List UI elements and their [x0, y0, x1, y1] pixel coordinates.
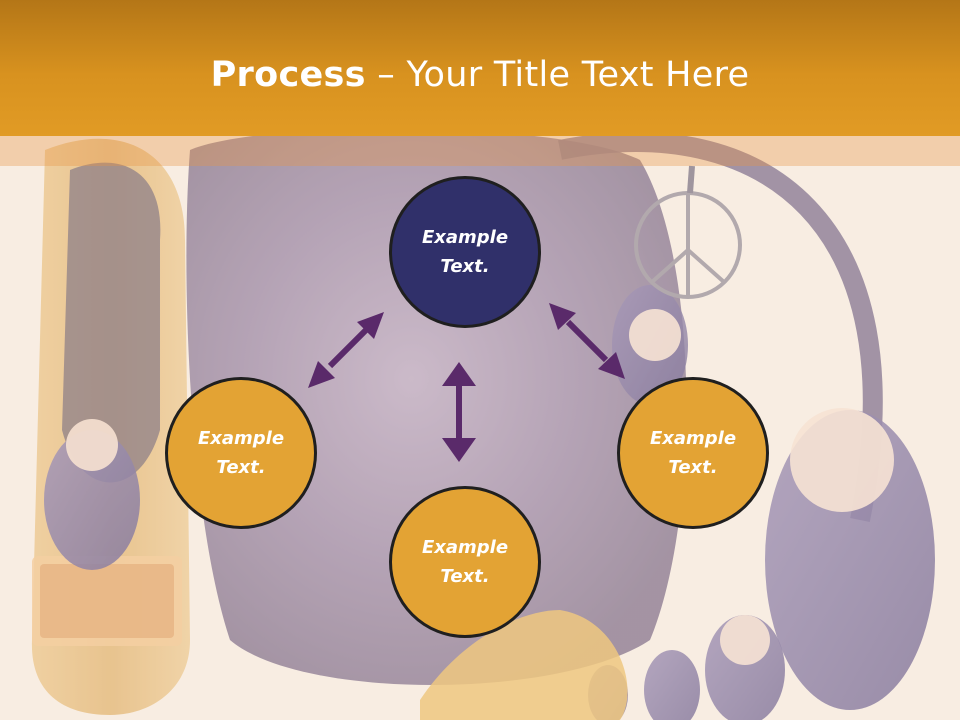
node-bottom-label: Example Text.: [421, 537, 509, 587]
title-band: [0, 136, 960, 166]
arrow-top-right[interactable]: [549, 303, 625, 379]
title-bold: Process: [210, 55, 366, 95]
title-bar: [0, 0, 960, 136]
node-right-label: Example Text.: [649, 428, 737, 478]
node-left-label: Example Text.: [197, 428, 285, 478]
node-left[interactable]: Example Text.: [165, 377, 317, 529]
title-rest: – Your Title Text Here: [365, 55, 750, 95]
node-top-label: Example Text.: [421, 227, 509, 277]
arrow-top-left[interactable]: [308, 312, 384, 388]
node-bottom[interactable]: Example Text.: [389, 486, 541, 638]
node-top[interactable]: Example Text.: [389, 176, 541, 328]
slide-title[interactable]: Process – Your Title Text Here: [0, 52, 960, 98]
node-right[interactable]: Example Text.: [617, 377, 769, 529]
arrow-vertical[interactable]: [442, 362, 476, 462]
